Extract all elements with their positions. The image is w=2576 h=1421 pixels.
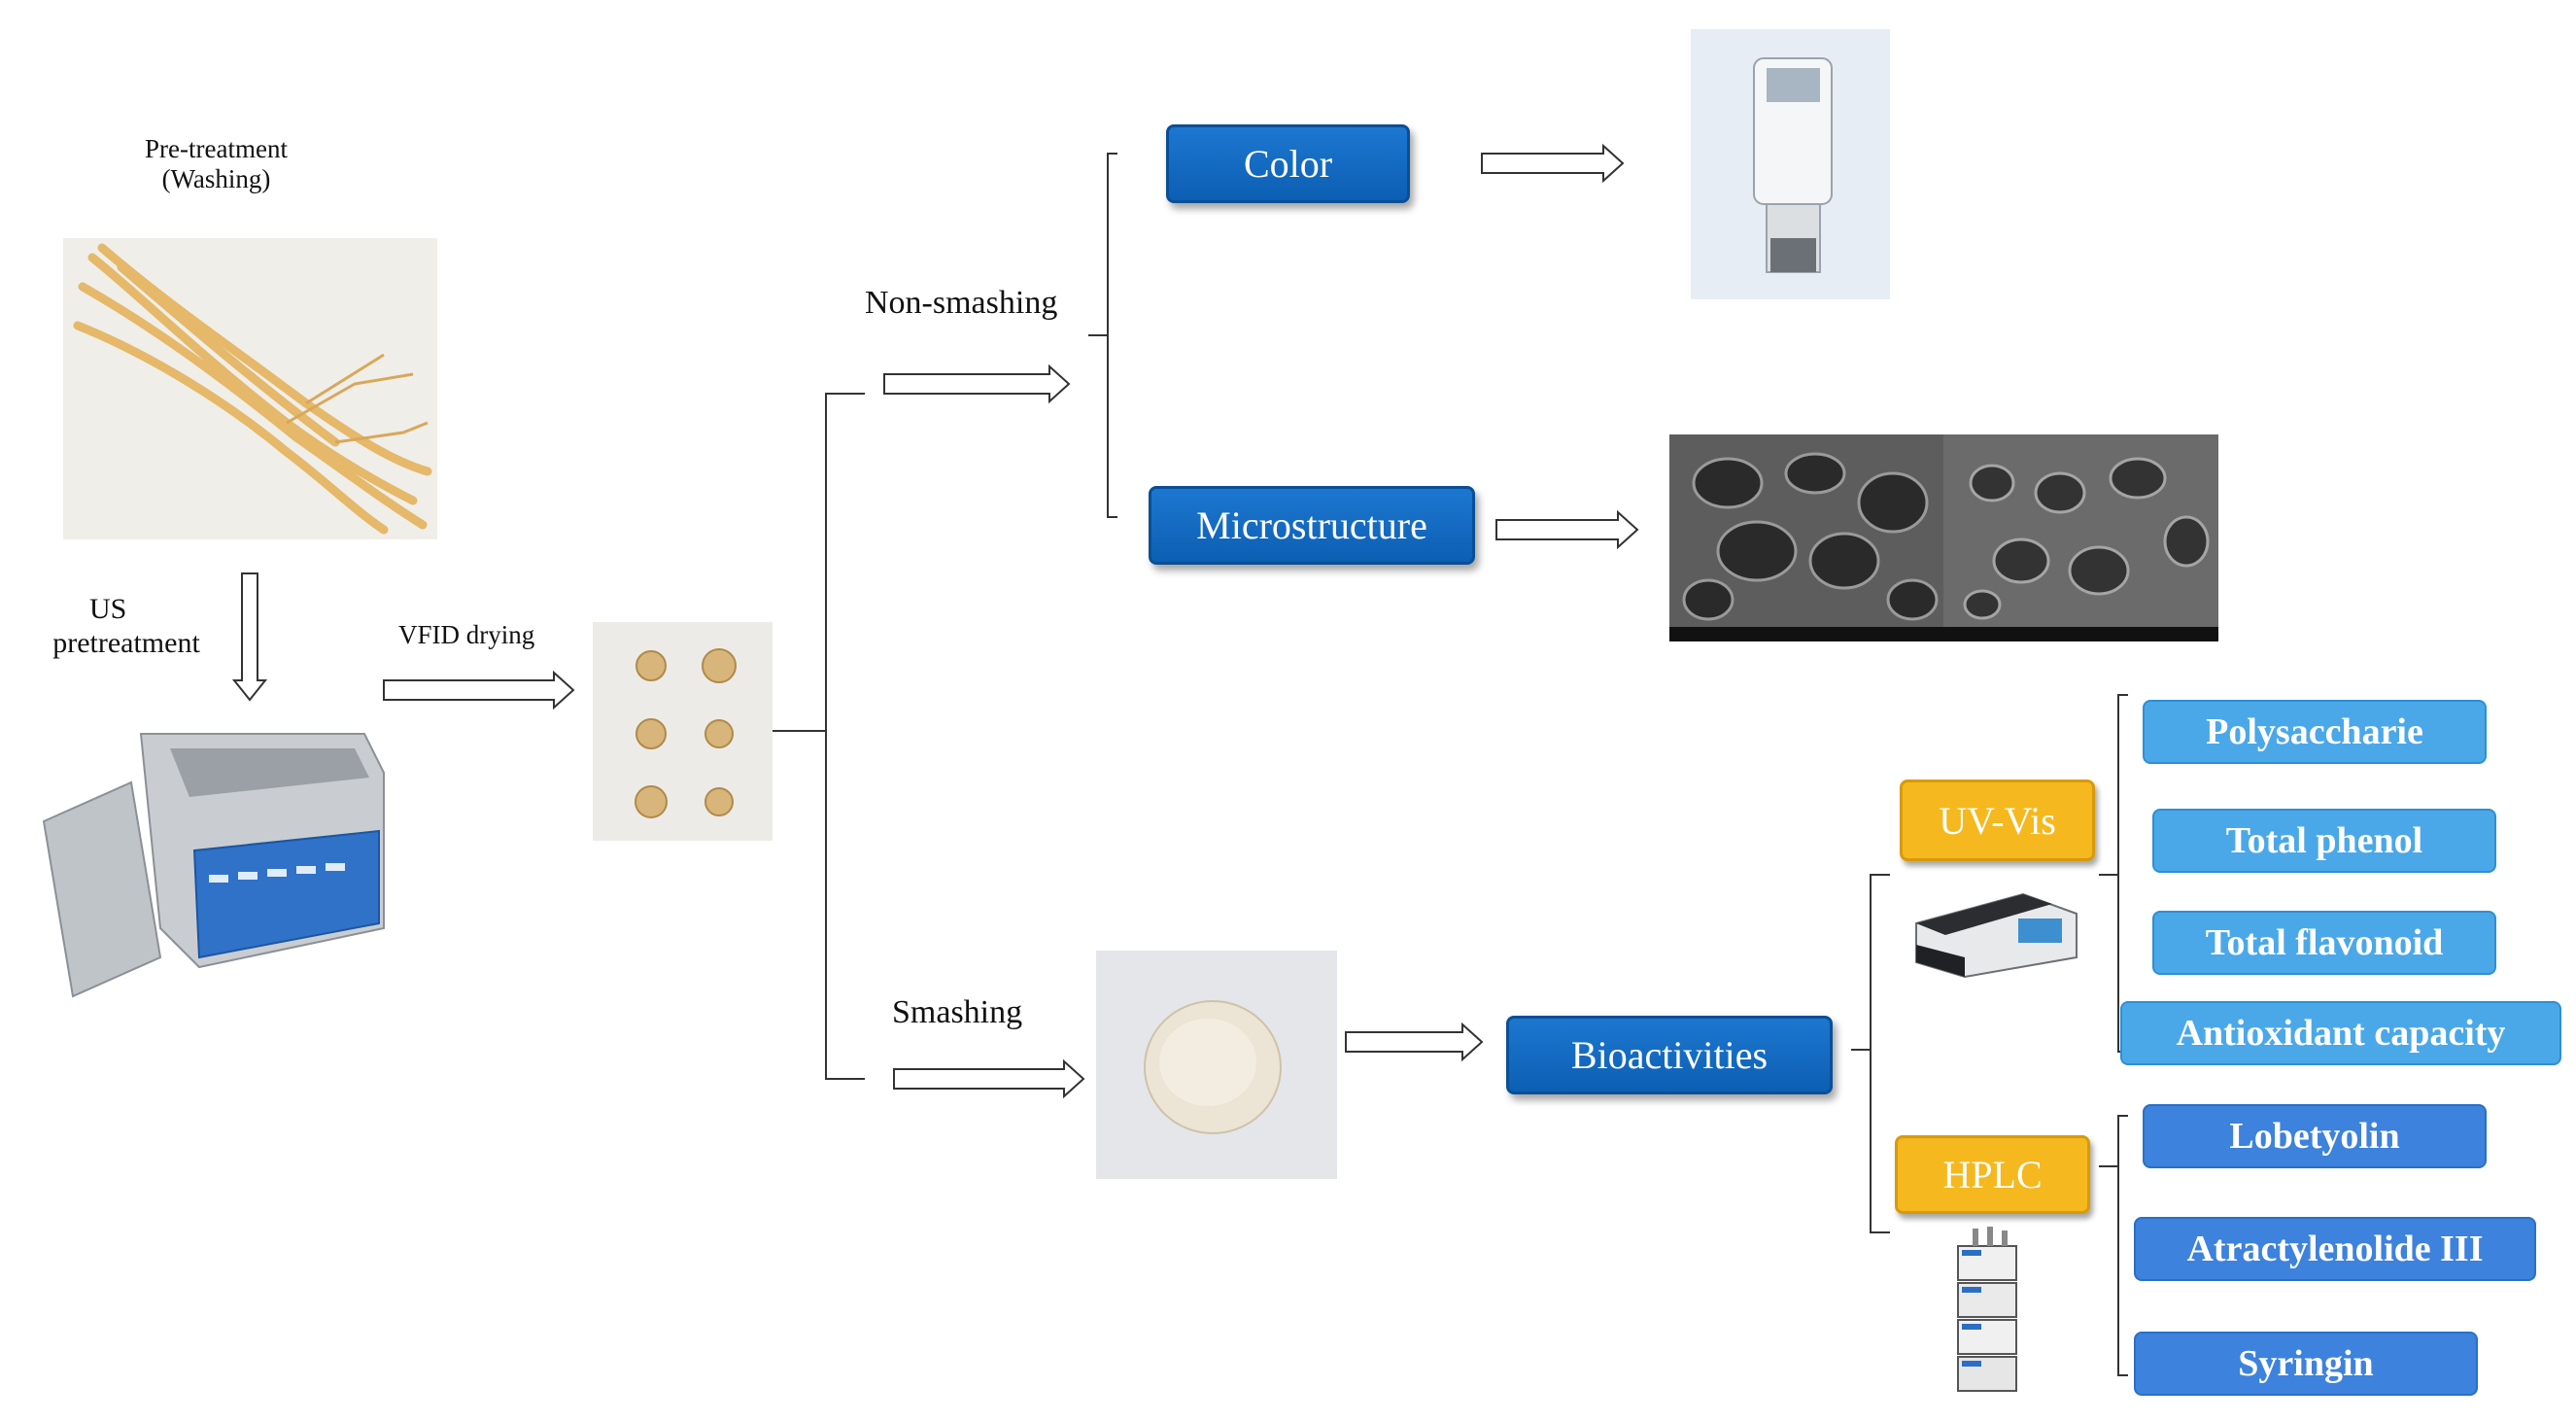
non-smashing-bracket: [1107, 153, 1117, 518]
powder-photo: [1096, 951, 1337, 1179]
root-photo: [63, 238, 437, 539]
uv-vis-box: UV-Vis: [1900, 780, 2095, 861]
microstructure-box: Microstructure: [1149, 486, 1475, 565]
arrow-smashing: [893, 1058, 1085, 1099]
main-bracket: [825, 393, 865, 1080]
sem-image-right: [1943, 434, 2218, 641]
atractylenolide-box: Atractylenolide III: [2134, 1217, 2536, 1281]
smashing-label: Smashing: [892, 994, 1023, 1030]
uvvis-bracket: [2117, 694, 2128, 1053]
polysaccharie-box: Polysaccharie: [2143, 700, 2487, 764]
arrow-to-slices: [383, 670, 575, 710]
us-pretreatment-label: US pretreatment: [39, 593, 214, 660]
pretreatment-text: Pre-treatment: [145, 134, 288, 163]
arrow-down-us: [231, 572, 268, 702]
ultrasonic-bath-image: [34, 705, 394, 1006]
slices-photo: [593, 622, 773, 841]
sem-image-left: [1669, 434, 1943, 641]
pretreatment-label: Pre-treatment (Washing): [131, 134, 301, 194]
arrow-non-smashing: [883, 364, 1071, 404]
antioxidant-capacity-box: Antioxidant capacity: [2120, 1001, 2561, 1065]
lobetyolin-box: Lobetyolin: [2143, 1104, 2487, 1168]
spectrophotometer-image: [1906, 875, 2086, 982]
hplc-bracket: [2117, 1115, 2128, 1376]
us-pretreatment-text: pretreatment: [52, 626, 200, 659]
washing-text: (Washing): [161, 164, 271, 194]
syringin-box: Syringin: [2134, 1332, 2478, 1396]
arrow-color: [1481, 143, 1625, 184]
us-text: US: [89, 593, 127, 625]
colorimeter-image: [1691, 29, 1890, 299]
total-flavonoid-box: Total flavonoid: [2152, 911, 2496, 975]
bioactivities-bracket: [1870, 874, 1890, 1233]
arrow-microstructure: [1495, 509, 1639, 550]
color-box: Color: [1166, 124, 1410, 203]
hplc-instrument-image: [1948, 1227, 2026, 1397]
non-smashing-label: Non-smashing: [865, 285, 1058, 321]
bioactivities-box: Bioactivities: [1506, 1016, 1833, 1094]
hplc-box: HPLC: [1895, 1135, 2090, 1214]
arrow-bioactivities: [1345, 1022, 1484, 1062]
vfid-drying-label: VFID drying: [398, 620, 535, 649]
total-phenol-box: Total phenol: [2152, 809, 2496, 873]
